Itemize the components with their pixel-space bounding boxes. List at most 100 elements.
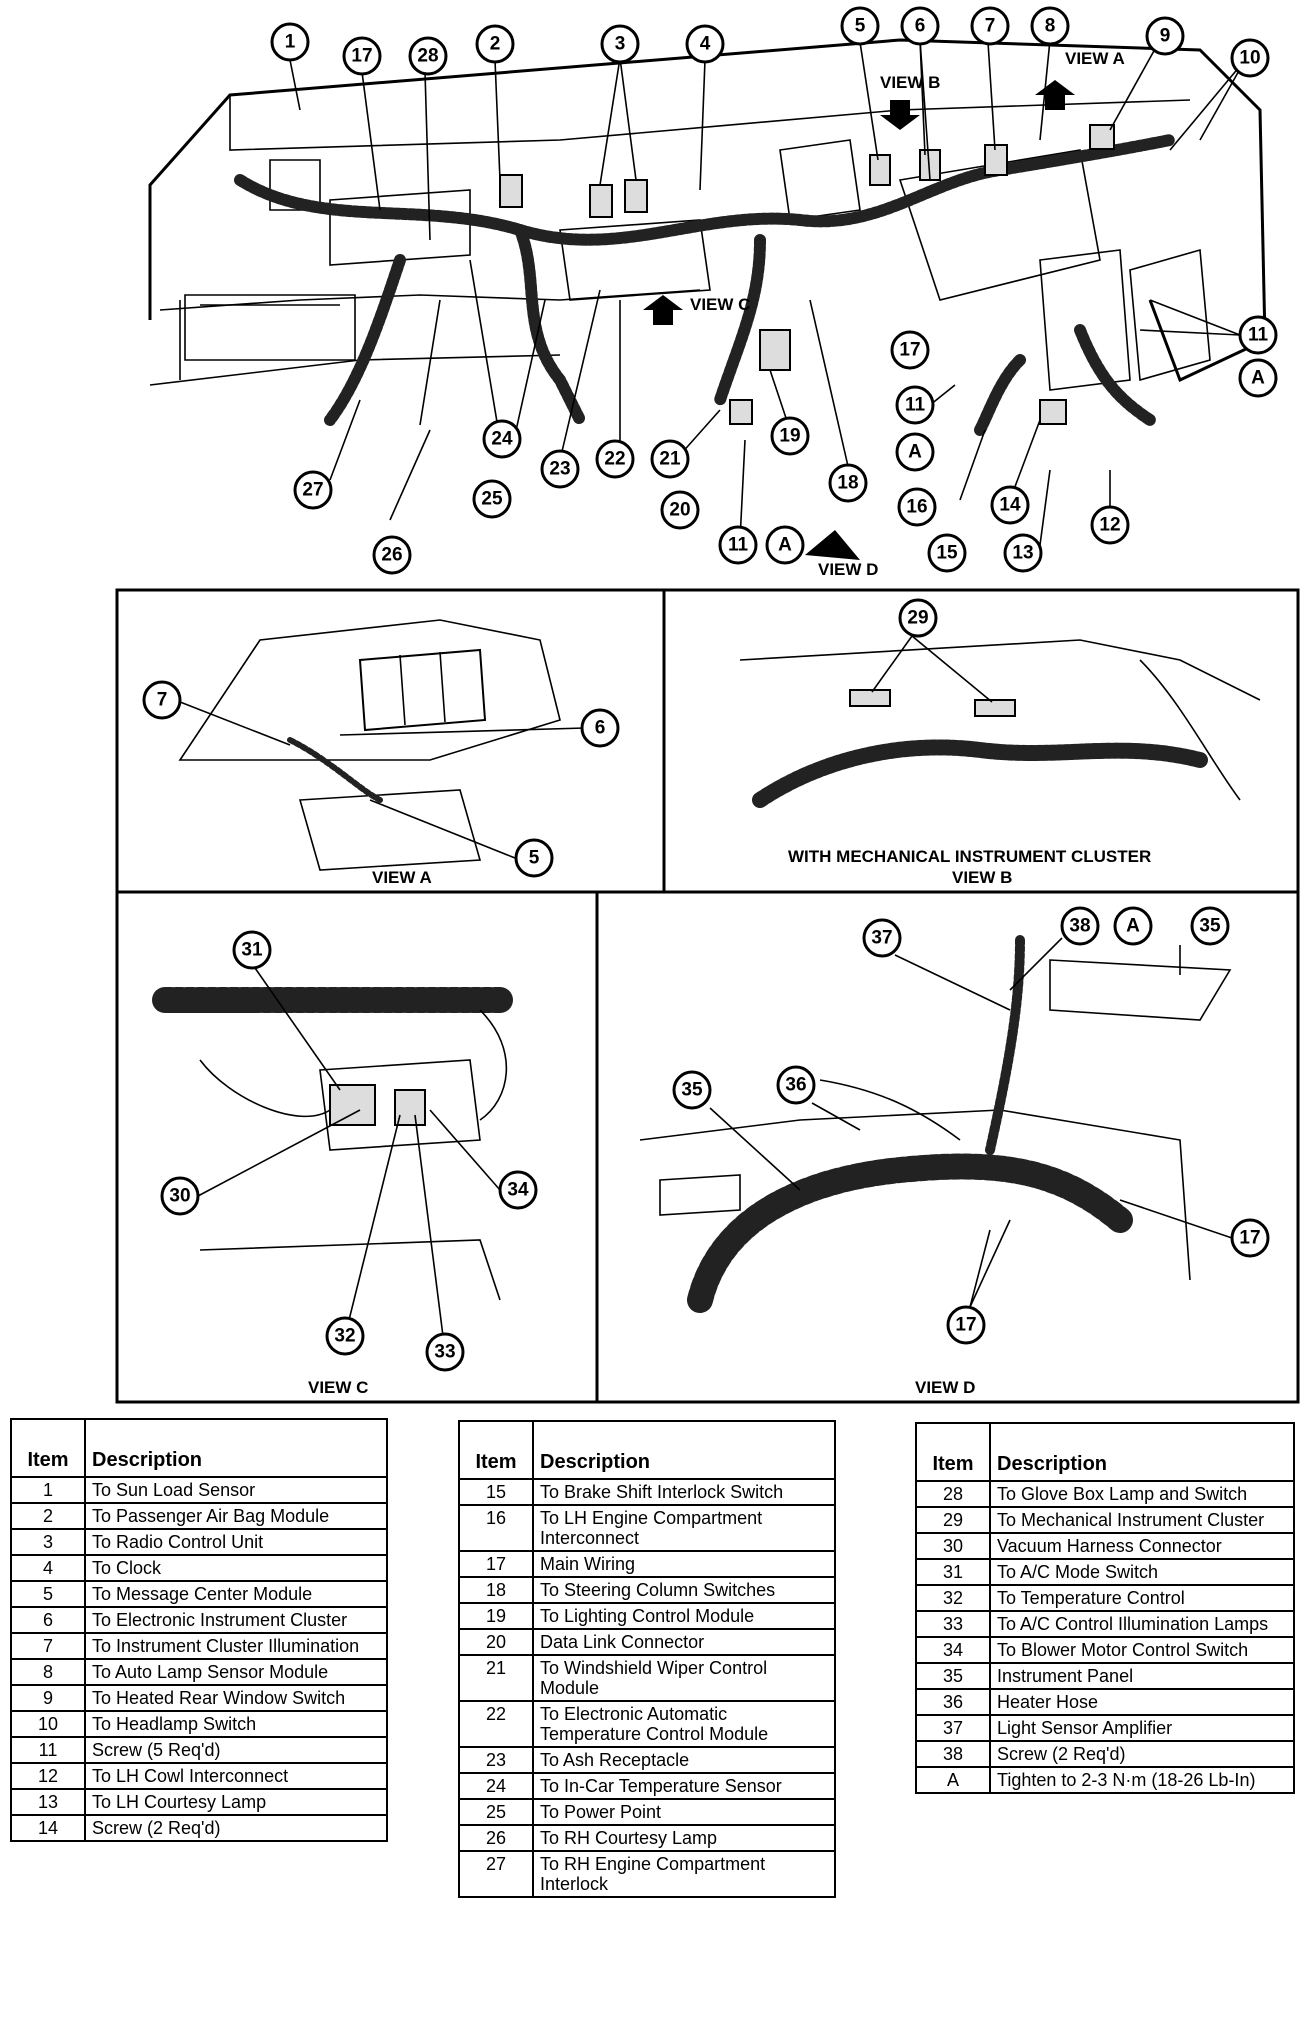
legend-item-number: 33	[915, 1610, 991, 1638]
legend-item-description: To Blower Motor Control Switch	[989, 1636, 1295, 1664]
svg-text:29: 29	[907, 608, 928, 629]
view-d-callout-a: A	[1113, 906, 1153, 946]
legend-item-description: To Headlamp Switch	[84, 1710, 388, 1738]
legend-item-description: To Passenger Air Bag Module	[84, 1502, 388, 1530]
wiring-diagram: VIEW B VIEW A VIEW C VIEW D	[115, 6, 1300, 1404]
svg-text:34: 34	[507, 1180, 529, 1201]
svg-text:20: 20	[669, 500, 690, 521]
svg-text:11: 11	[1248, 325, 1269, 346]
legend-item-description: Screw (2 Req'd)	[84, 1814, 388, 1842]
legend-item-description: To A/C Control Illumination Lamps	[989, 1610, 1295, 1638]
legend-item-description: To Heated Rear Window Switch	[84, 1684, 388, 1712]
svg-text:25: 25	[481, 489, 503, 510]
legend-item-description: To Electronic Automatic Temperature Cont…	[532, 1700, 836, 1748]
legend-item-description: To Brake Shift Interlock Switch	[532, 1478, 836, 1506]
svg-text:1: 1	[285, 32, 296, 53]
panel-view-a: 7 6 5 VIEW A	[115, 588, 666, 894]
legend-item-number: 15	[458, 1478, 534, 1506]
callout-27: 27	[293, 470, 333, 510]
svg-text:5: 5	[855, 16, 866, 37]
legend-item-description: Screw (2 Req'd)	[989, 1740, 1295, 1768]
legend-item-number: A	[915, 1766, 991, 1794]
legend-item-number: 28	[915, 1480, 991, 1508]
view-c-callout-31: 31	[232, 930, 272, 970]
view-a-pointer-label: VIEW A	[1065, 49, 1125, 68]
legend-item-number: 13	[10, 1788, 86, 1816]
svg-text:26: 26	[381, 545, 402, 566]
legend-header-item: Item	[915, 1422, 991, 1482]
legend-item-description: To Ash Receptacle	[532, 1746, 836, 1774]
view-d-pointer-label: VIEW D	[818, 560, 878, 579]
callout-11-right: 11	[1238, 315, 1278, 355]
legend-item-number: 31	[915, 1558, 991, 1586]
svg-text:17: 17	[1239, 1228, 1260, 1249]
legend-header-item: Item	[10, 1418, 86, 1478]
svg-text:13: 13	[1012, 543, 1033, 564]
legend-item-description: To Temperature Control	[989, 1584, 1295, 1612]
view-c-callout-33: 33	[425, 1332, 465, 1372]
view-d-callout-36: 36	[776, 1065, 816, 1105]
view-d-callout-38: 38	[1060, 906, 1100, 946]
legend-item-description: To LH Cowl Interconnect	[84, 1762, 388, 1790]
legend-item-number: 21	[458, 1654, 534, 1702]
legend-item-description: To Clock	[84, 1554, 388, 1582]
callout-4: 4	[685, 24, 725, 64]
legend-header-item: Item	[458, 1420, 534, 1480]
legend-item-number: 17	[458, 1550, 534, 1578]
svg-text:21: 21	[659, 449, 681, 470]
callout-8: 8	[1030, 6, 1070, 46]
legend-item-number: 2	[10, 1502, 86, 1530]
view-d-callout-35-top: 35	[1190, 906, 1230, 946]
legend-item-number: 3	[10, 1528, 86, 1556]
view-d-callout-17-bottom: 17	[946, 1305, 986, 1345]
svg-text:15: 15	[936, 543, 958, 564]
legend-item-number: 10	[10, 1710, 86, 1738]
legend-item-description: Screw (5 Req'd)	[84, 1736, 388, 1764]
legend-item-description: To Radio Control Unit	[84, 1528, 388, 1556]
callout-21: 21	[650, 439, 690, 479]
legend-item-number: 26	[458, 1824, 534, 1852]
callout-13: 13	[1003, 533, 1043, 573]
view-c-callout-32: 32	[325, 1316, 365, 1356]
legend-item-description: To Sun Load Sensor	[84, 1476, 388, 1504]
view-b-callout-29: 29	[898, 598, 938, 638]
callout-24: 24	[482, 419, 522, 459]
svg-text:18: 18	[837, 473, 858, 494]
svg-text:6: 6	[595, 718, 606, 739]
callout-a-mid: A	[895, 432, 935, 472]
legend-item-number: 4	[10, 1554, 86, 1582]
callout-a-right: A	[1238, 358, 1278, 398]
legend-item-description: To Windshield Wiper Control Module	[532, 1654, 836, 1702]
legend-item-number: 34	[915, 1636, 991, 1664]
main-assembly-drawing: VIEW B VIEW A VIEW C VIEW D	[148, 6, 1278, 579]
legend-item-description: To RH Courtesy Lamp	[532, 1824, 836, 1852]
legend-item-description: To Mechanical Instrument Cluster	[989, 1506, 1295, 1534]
svg-text:30: 30	[169, 1186, 190, 1207]
callout-14: 14	[990, 485, 1030, 525]
view-a-callout-7: 7	[142, 680, 182, 720]
legend-item-number: 25	[458, 1798, 534, 1826]
legend-item-number: 32	[915, 1584, 991, 1612]
legend-item-number: 27	[458, 1850, 534, 1898]
legend-item-number: 22	[458, 1700, 534, 1748]
